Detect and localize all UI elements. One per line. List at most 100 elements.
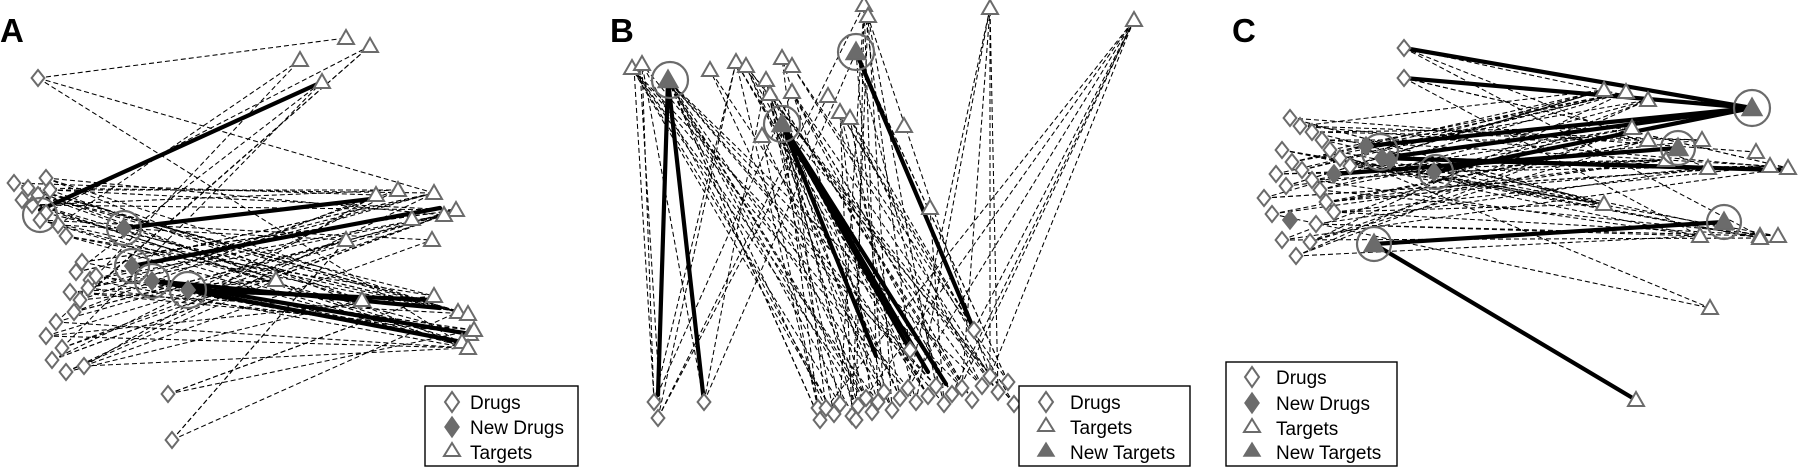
known-interaction-edge: [65, 192, 435, 373]
drug-node: [76, 356, 92, 376]
panel-c: C Drugs New Drugs Targets New Targets: [1225, 12, 1798, 467]
known-interaction-edge: [735, 61, 929, 397]
panel-a-edges: [13, 37, 475, 441]
drug-node: [164, 430, 180, 450]
target-node: [1622, 117, 1642, 135]
target-node: [1626, 389, 1646, 407]
drug-node: [72, 290, 88, 310]
known-interaction-edge: [167, 295, 435, 395]
drug-node: [1332, 148, 1348, 168]
drug-node: [1304, 122, 1320, 142]
panel-c-nodes: [1256, 38, 1798, 407]
known-interaction-edge: [1281, 149, 1701, 237]
legend-entry-new-targets: New Targets: [1242, 441, 1381, 464]
highlight-ring: [762, 104, 802, 144]
known-interaction-edge: [61, 81, 323, 349]
known-interaction-edge: [765, 79, 841, 405]
target-node: [424, 182, 444, 200]
drug-node: [1304, 170, 1320, 190]
known-interaction-edge: [839, 111, 975, 331]
known-interaction-edge: [631, 67, 835, 415]
known-interaction-edge: [1285, 89, 1605, 187]
known-interaction-edge: [65, 299, 363, 373]
drug-node: [990, 382, 1006, 402]
legend-targets-label: Targets: [470, 443, 532, 464]
highlight-ring: [650, 60, 690, 100]
known-interaction-edge: [39, 219, 469, 349]
known-interaction-edge: [791, 91, 999, 393]
drug-node: [48, 312, 64, 332]
panel-c-legend: Drugs New Drugs Targets New Targets: [1225, 361, 1398, 467]
target-node: [700, 59, 720, 77]
known-interaction-edge: [781, 123, 857, 421]
known-interaction-edge: [37, 37, 347, 79]
target-node: [458, 337, 478, 355]
legend-targets-marker-icon: [442, 441, 462, 457]
known-interaction-edge: [83, 194, 377, 367]
target-node: [336, 229, 356, 247]
drug-node: [928, 376, 944, 396]
known-interaction-edge: [781, 123, 879, 403]
target-node: [840, 107, 860, 125]
known-interaction-edge: [851, 19, 1135, 417]
target-node: [1760, 155, 1780, 173]
target-node: [1594, 193, 1614, 211]
target-node: [1750, 227, 1770, 245]
known-interaction-edge: [769, 93, 867, 399]
known-interaction-edge: [709, 69, 867, 399]
drug-node: [160, 384, 176, 404]
drug-node: [1278, 176, 1294, 196]
legend-new-targets-marker-icon: [1242, 441, 1262, 457]
drug-node: [1264, 204, 1280, 224]
known-interaction-edge: [915, 7, 991, 403]
known-interaction-edge: [1263, 165, 1771, 199]
known-interaction-edge: [167, 329, 475, 395]
legend-targets-label: Targets: [1276, 419, 1338, 440]
known-interaction-edge: [791, 65, 991, 377]
known-interaction-edge: [171, 311, 459, 441]
known-interaction-edge: [1333, 211, 1779, 237]
known-interaction-edge: [1271, 213, 1711, 309]
drug-node: [696, 392, 712, 412]
drug-node: [14, 190, 30, 210]
drug-node: [832, 394, 848, 414]
known-interaction-edge: [703, 79, 767, 403]
panel-a-label: A: [0, 12, 24, 49]
legend-new-drugs-marker-icon: [1244, 391, 1260, 415]
known-interaction-edge: [49, 189, 363, 301]
known-interaction-edge: [735, 61, 819, 409]
legend-targets-label: Targets: [1070, 418, 1132, 439]
drug-node: [58, 362, 74, 382]
panel-b-edges: [631, 4, 1135, 421]
panel-b-nodes: [622, 0, 1144, 430]
new-target-node: [1712, 210, 1736, 231]
drug-node: [936, 394, 952, 414]
known-interaction-edge: [45, 177, 445, 216]
known-interaction-edge: [1329, 149, 1711, 309]
known-interaction-edge: [87, 214, 445, 289]
known-interaction-edge: [657, 61, 737, 419]
legend-entry-targets: Targets: [1036, 416, 1132, 439]
drug-node: [1282, 108, 1298, 128]
drug-node: [66, 302, 82, 322]
new-target-node: [656, 68, 680, 89]
drug-node: [80, 278, 96, 298]
drug-node: [38, 326, 54, 346]
known-interaction-edge: [791, 91, 973, 401]
new-interaction-edge: [655, 77, 671, 398]
target-node: [336, 27, 356, 45]
new-interaction-edge: [665, 77, 707, 405]
target-node: [920, 197, 940, 215]
known-interaction-edge: [171, 239, 347, 441]
drug-node: [1312, 180, 1328, 200]
drug-node: [6, 173, 22, 193]
known-interaction-edge: [907, 19, 1135, 389]
target-node: [266, 269, 286, 287]
new-drug-node: [1425, 161, 1443, 183]
new-interaction-edge: [1401, 45, 1755, 111]
legend-targets-marker-icon: [1036, 416, 1056, 432]
target-node: [782, 55, 802, 73]
known-interaction-edge: [1309, 127, 1633, 243]
new-interaction-edge: [1363, 105, 1755, 149]
known-interaction-edge: [1315, 223, 1701, 237]
